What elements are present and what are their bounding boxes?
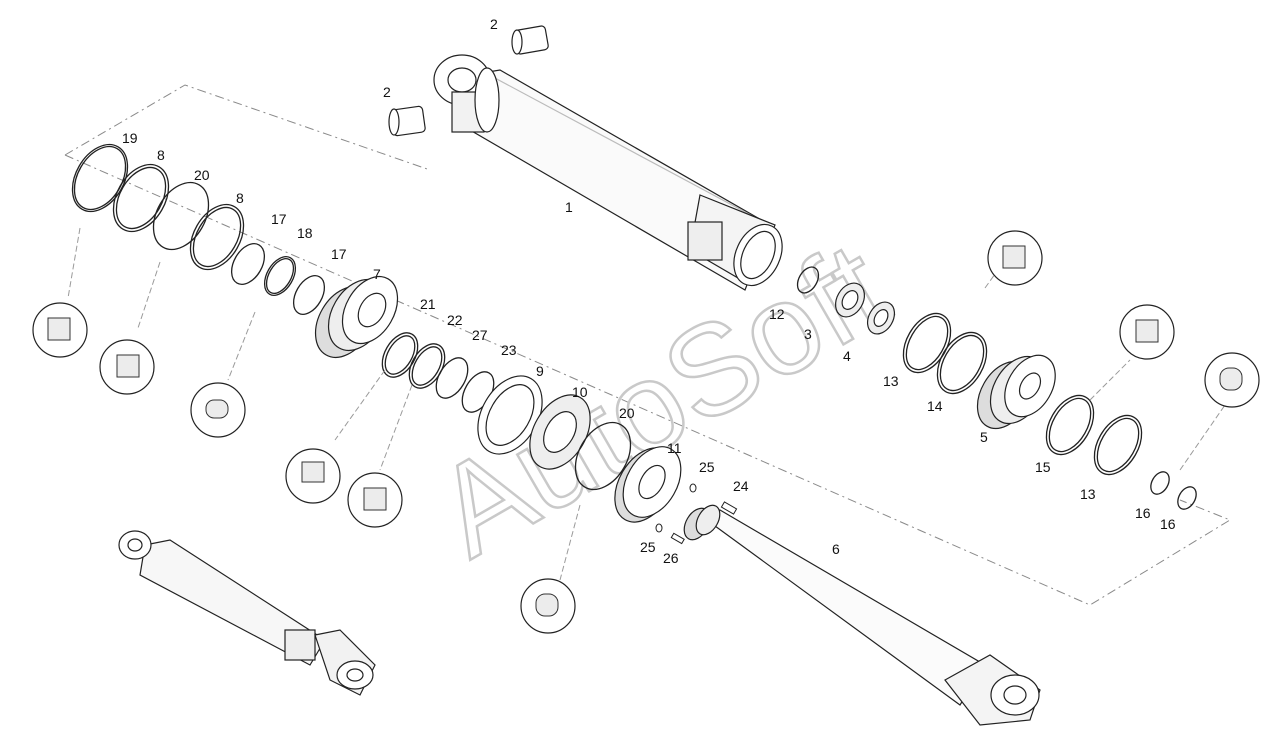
rings-16 (1150, 471, 1197, 510)
part-label: 18 (297, 225, 313, 241)
gland-9 (477, 375, 543, 455)
ring-15 (1045, 394, 1095, 456)
part-label: 13 (883, 373, 899, 389)
ring-20-right (574, 421, 632, 491)
part-label: 3 (804, 326, 812, 342)
part-label: 20 (619, 405, 635, 421)
part-label: 17 (331, 246, 347, 262)
part-label: 19 (122, 130, 138, 146)
part-label: 17 (271, 211, 287, 227)
part-label: 11 (667, 440, 682, 456)
nut-4 (866, 301, 896, 335)
ring-14 (936, 331, 988, 395)
part-label: 2 (383, 84, 391, 100)
part-label: 15 (1035, 459, 1051, 475)
part-label: 9 (536, 363, 544, 379)
part-label: 13 (1080, 486, 1096, 502)
assembly-outline (64, 84, 1232, 606)
part-label: 23 (501, 342, 517, 358)
ring-13-lower (1093, 414, 1143, 476)
bushing-3 (834, 282, 866, 318)
part-label: 21 (420, 296, 436, 312)
fasteners (655, 483, 738, 545)
cylinder-tube (433, 54, 783, 291)
part-label: 1 (565, 199, 573, 215)
part-label: 25 (699, 459, 715, 475)
part-label: 12 (769, 306, 785, 322)
part-label: 7 (373, 266, 381, 282)
part-label: 20 (194, 167, 210, 183)
detail-callouts (32, 227, 1260, 634)
part-label: 27 (472, 327, 488, 343)
piston-rod (683, 504, 1041, 726)
part-label: 14 (927, 398, 943, 414)
ring-12 (796, 266, 820, 294)
bushing-left (388, 105, 426, 137)
part-label: 5 (980, 429, 988, 445)
part-label: 24 (733, 478, 749, 494)
seal-rings-left (71, 143, 326, 315)
part-label: 26 (663, 550, 679, 566)
part-label: 4 (843, 348, 851, 364)
piston-5 (976, 354, 1056, 430)
assembled-cylinder (118, 530, 376, 696)
part-labels: 1223456788910111213131415161617171819202… (122, 16, 1176, 566)
part-label: 16 (1160, 516, 1176, 532)
part-label: 6 (832, 541, 840, 557)
bushing-top (511, 25, 549, 55)
flange-10 (529, 394, 591, 470)
part-label: 10 (572, 384, 588, 400)
part-label: 2 (490, 16, 498, 32)
part-label: 25 (640, 539, 656, 555)
cylinder-head-11 (614, 446, 682, 523)
ring-13-upper (902, 312, 952, 374)
part-label: 8 (157, 147, 165, 163)
piston-7 (314, 275, 399, 358)
part-label: 16 (1135, 505, 1151, 521)
part-label: 22 (447, 312, 463, 328)
part-label: 8 (236, 190, 244, 206)
